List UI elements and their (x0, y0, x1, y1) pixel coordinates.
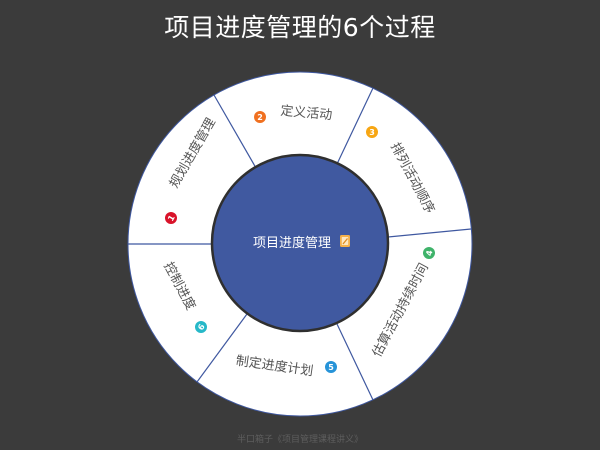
segment-dividers (128, 87, 472, 401)
badge-6-number: 6 (196, 322, 207, 332)
segment-2-define-activities[interactable]: 2 定义活动 (254, 104, 333, 123)
badge-1-number: 1 (166, 213, 177, 223)
footer-credit: 半口箱子《项目管理课程讲义》 (236, 435, 363, 445)
badge-4-number: 4 (425, 249, 435, 256)
badge-5 (325, 361, 337, 373)
badge-3 (366, 126, 378, 138)
center-circle (210, 153, 390, 333)
badge-2 (254, 111, 266, 123)
notepad-edit-icon (340, 235, 350, 247)
segment-2-label: 定义活动 (280, 104, 333, 123)
badge-2-number: 2 (257, 113, 263, 122)
badge-1 (165, 212, 177, 224)
center-hub[interactable]: 项目进度管理 (210, 153, 390, 333)
page-title: 项目进度管理的6个过程 (164, 13, 436, 42)
badge-4 (423, 247, 435, 259)
badge-3-number: 3 (369, 128, 375, 137)
center-label: 项目进度管理 (253, 235, 331, 251)
badge-6 (195, 321, 207, 333)
badge-5-number: 5 (328, 363, 334, 372)
